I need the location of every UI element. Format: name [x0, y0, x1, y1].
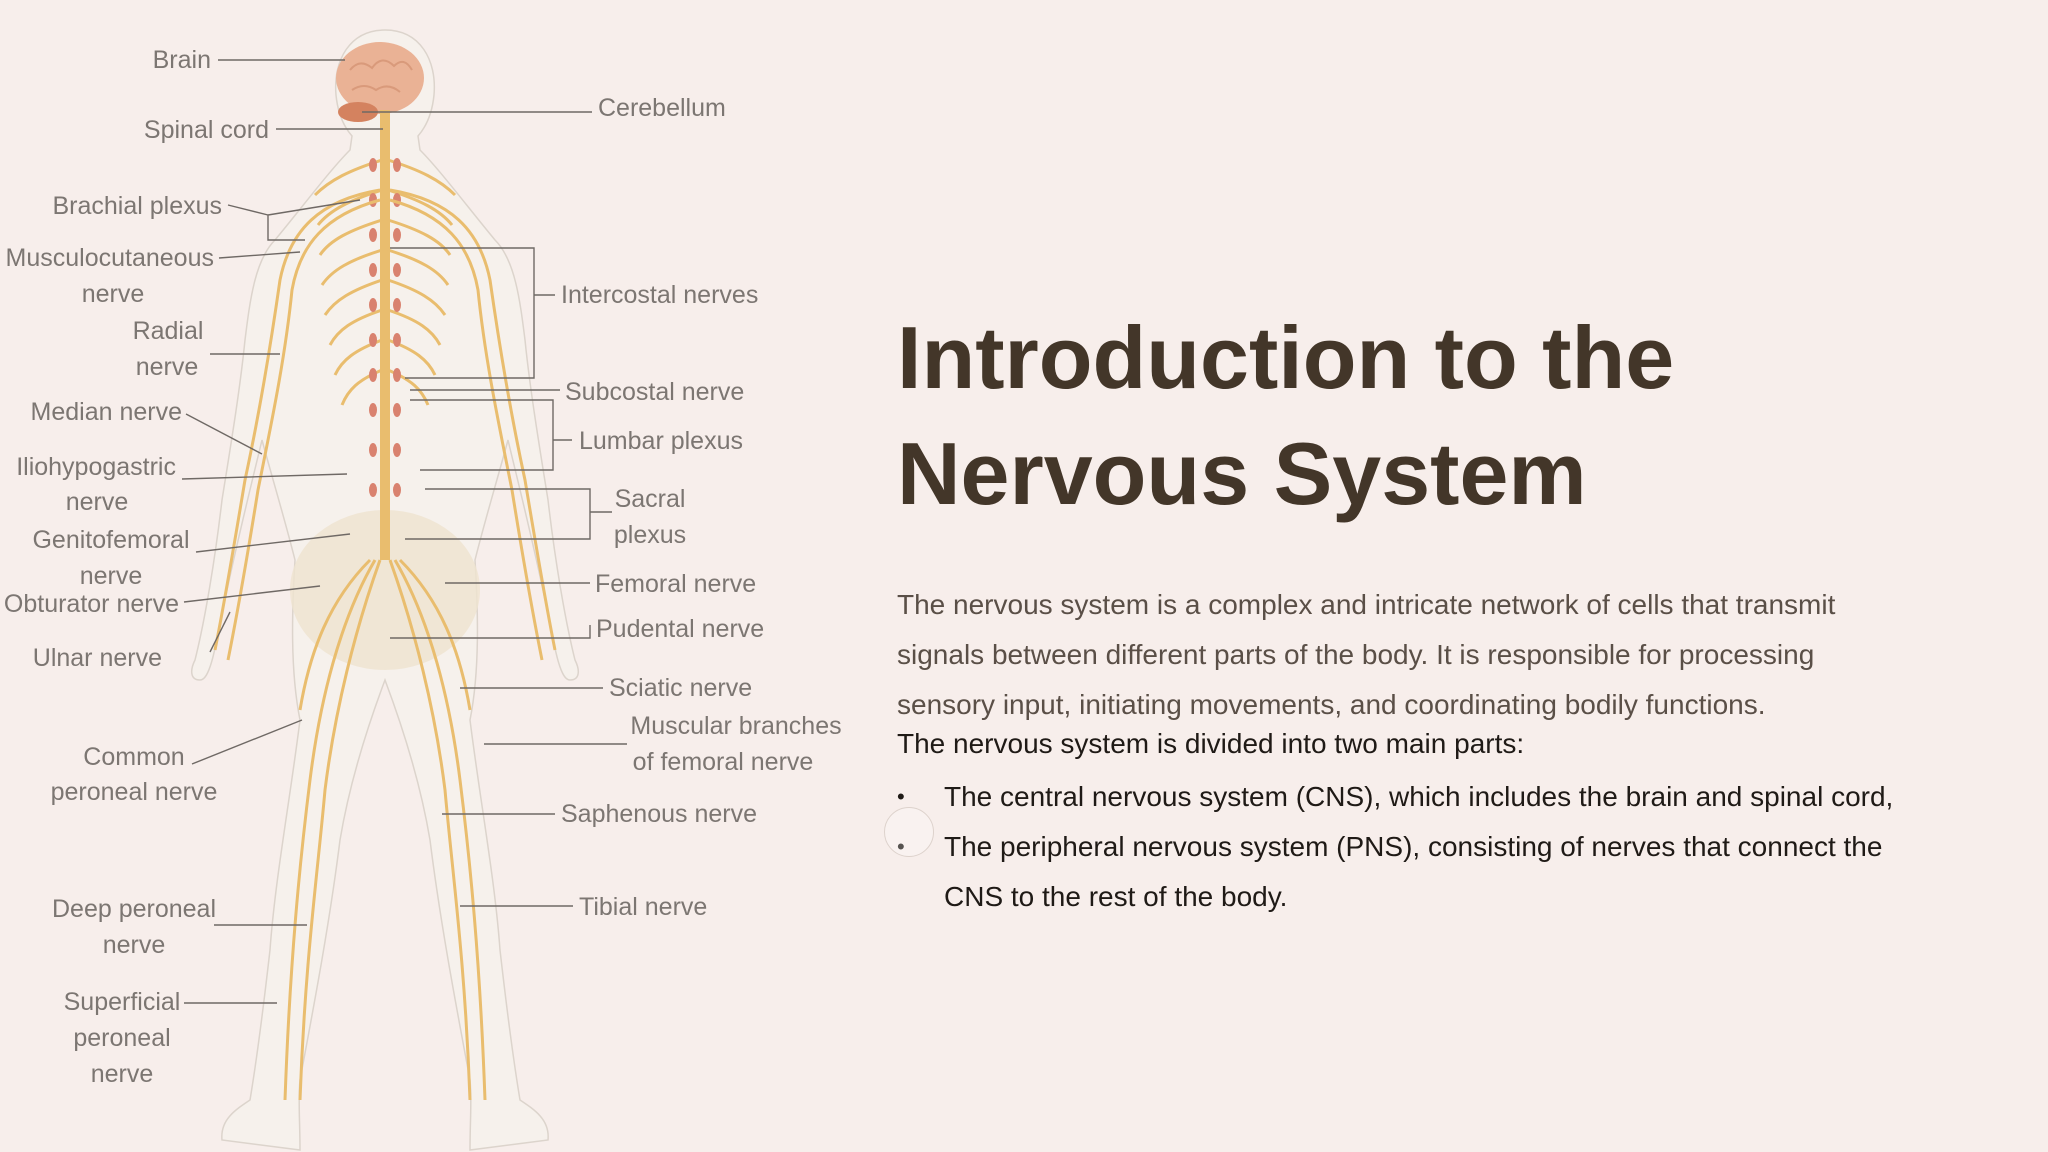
pelvis-shape: [290, 510, 480, 670]
label-sacral-plexus-1: Sacral: [615, 485, 686, 513]
limb-nerves: [213, 188, 557, 1101]
label-musculocutaneous-2: nerve: [82, 280, 145, 308]
label-cerebellum: Cerebellum: [598, 94, 726, 122]
label-superficial-peroneal-2: peroneal: [73, 1024, 170, 1052]
label-radial-2: nerve: [136, 353, 199, 381]
label-saphenous: Saphenous nerve: [561, 800, 757, 828]
label-lumbar-plexus: Lumbar plexus: [579, 427, 743, 455]
list-item-text: The peripheral nervous system (PNS), con…: [944, 831, 1883, 912]
brain-folds: [349, 59, 413, 93]
parts-list: • The central nervous system (CNS), whic…: [897, 772, 1947, 922]
label-femoral: Femoral nerve: [595, 570, 756, 598]
label-sciatic: Sciatic nerve: [609, 674, 752, 702]
label-median: Median nerve: [31, 398, 182, 426]
label-obturator: Obturator nerve: [4, 590, 179, 618]
label-brachial-plexus: Brachial plexus: [52, 192, 222, 220]
label-genitofemoral-2: nerve: [80, 562, 143, 590]
label-common-peroneal-1: Common: [83, 743, 184, 771]
bullet-icon: •: [897, 784, 905, 809]
label-deep-peroneal-1: Deep peroneal: [52, 895, 216, 923]
text-column: Introduction to the Nervous System The n…: [897, 300, 1977, 922]
label-iliohypogastric-2: nerve: [66, 488, 129, 516]
list-item-text: The central nervous system (CNS), which …: [944, 781, 1894, 812]
brain-shape: [336, 42, 424, 114]
label-subcostal: Subcostal nerve: [565, 378, 744, 406]
label-iliohypogastric-1: Iliohypogastric: [16, 453, 176, 481]
list-item: • The central nervous system (CNS), whic…: [897, 772, 1947, 822]
label-muscular-branches-1: Muscular branches: [630, 712, 841, 740]
nervous-system-diagram: Brain Spinal cord Brachial plexus Muscul…: [0, 0, 860, 1152]
spinal-cord-shape: [380, 110, 390, 560]
list-item: • The peripheral nervous system (PNS), c…: [897, 822, 1947, 922]
label-genitofemoral-1: Genitofemoral: [32, 526, 189, 554]
label-brain: Brain: [153, 46, 211, 74]
label-superficial-peroneal-1: Superficial: [64, 988, 181, 1016]
label-ulnar: Ulnar nerve: [33, 644, 162, 672]
slide-title: Introduction to the Nervous System: [897, 308, 1675, 523]
label-sacral-plexus-2: plexus: [614, 521, 686, 549]
cerebellum-shape: [338, 102, 378, 122]
intro-paragraph: The nervous system is a complex and intr…: [897, 589, 1836, 720]
pointer-indicator: [884, 807, 934, 857]
label-musculocutaneous-1: Musculocutaneous: [6, 244, 214, 272]
label-common-peroneal-2: peroneal nerve: [51, 778, 218, 806]
parts-heading: The nervous system is divided into two m…: [897, 728, 1525, 759]
label-spinal-cord: Spinal cord: [144, 116, 269, 144]
label-muscular-branches-2: of femoral nerve: [633, 748, 814, 776]
label-pudental: Pudental nerve: [596, 615, 764, 643]
label-intercostal: Intercostal nerves: [561, 281, 758, 309]
label-deep-peroneal-2: nerve: [103, 931, 166, 959]
label-radial-1: Radial: [133, 317, 204, 345]
label-superficial-peroneal-3: nerve: [91, 1060, 154, 1088]
label-tibial: Tibial nerve: [579, 893, 707, 921]
